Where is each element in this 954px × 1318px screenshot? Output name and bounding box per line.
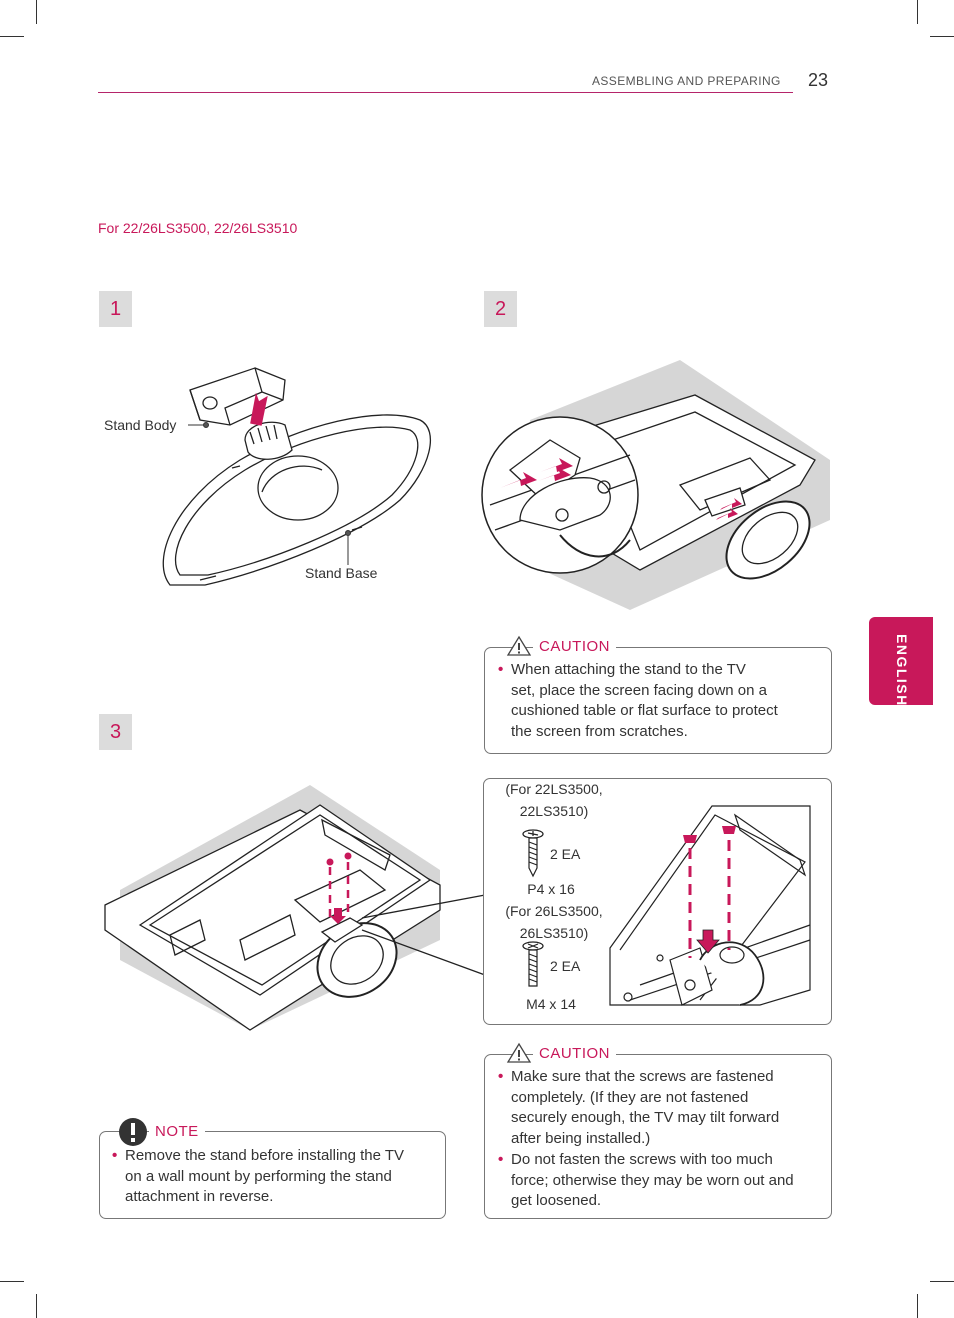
crop-mark — [36, 0, 37, 24]
screw-1-size: P4 x 16 — [527, 881, 575, 897]
caution-2-line: completely. (If they are not fastened — [511, 1088, 749, 1106]
note-line: attachment in reverse. — [125, 1188, 274, 1206]
screw-2-model-line: (For 26LS3500, — [505, 903, 603, 919]
caution-1-line: When attaching the stand to the TV — [511, 661, 746, 678]
caution-box-1 — [484, 647, 832, 754]
section-title: ASSEMBLING AND PREPARING — [592, 74, 781, 88]
caution-2-item: • Do not fasten the screws with too much… — [498, 1150, 818, 1212]
screw-2-size: M4 x 14 — [526, 996, 576, 1012]
note-title: NOTE — [149, 1123, 205, 1140]
language-tab — [869, 617, 933, 705]
screw-2-model-line: 26LS3510) — [519, 925, 589, 941]
caution-1-line: cushioned table or flat surface to prote… — [511, 702, 778, 720]
caution-1-line: the screen from scratches. — [511, 722, 688, 740]
note-icon — [119, 1118, 147, 1146]
caution-1-item: • When attaching the stand to the TV set… — [498, 660, 818, 742]
header-rule — [98, 92, 793, 93]
caution-1-line: set, place the screen facing down on a — [511, 681, 767, 699]
step-3-badge: 3 — [99, 714, 132, 750]
stand-body-label: Stand Body — [104, 417, 177, 433]
crop-mark — [0, 36, 24, 37]
crop-mark — [36, 1294, 37, 1318]
screw-1-quantity: 2 EA — [550, 846, 581, 862]
caution-2-title: CAUTION — [533, 1045, 616, 1062]
note-box — [99, 1131, 446, 1219]
caution-2-line: force; otherwise they may be worn out an… — [511, 1171, 794, 1189]
caution-2-line: Make sure that the screws are fastened — [511, 1068, 774, 1085]
warning-icon — [506, 635, 532, 656]
stand-base-label: Stand Base — [305, 565, 378, 581]
note-item: • Remove the stand before installing the… — [112, 1146, 432, 1208]
screw-icon — [522, 829, 544, 878]
crop-mark — [930, 1281, 954, 1282]
crop-mark — [917, 1294, 918, 1318]
crop-mark — [0, 1281, 24, 1282]
caution-2-line: securely enough, the TV may tilt forward — [511, 1109, 780, 1127]
page-number: 23 — [808, 70, 829, 90]
screw-1-models: (For 22LS3500, 22LS3510) — [492, 778, 616, 822]
screw-2-models: (For 26LS3500, 26LS3510) — [492, 900, 616, 944]
screw-icon — [522, 941, 544, 987]
caution-2-line: get loosened. — [511, 1192, 602, 1210]
screw-1-model-line: 22LS3510) — [519, 803, 589, 819]
screw-1-model-line: (For 22LS3500, — [505, 781, 603, 797]
note-line: on a wall mount by performing the stand — [125, 1167, 392, 1185]
caution-2-line: Do not fasten the screws with too much — [511, 1151, 773, 1168]
screw-2-quantity: 2 EA — [550, 958, 581, 974]
caution-2-item: • Make sure that the screws are fastened… — [498, 1067, 818, 1149]
note-line: Remove the stand before installing the T… — [125, 1147, 405, 1164]
caution-box-2 — [484, 1054, 832, 1219]
caution-2-line: after being installed.) — [511, 1129, 651, 1147]
step-1-badge: 1 — [99, 291, 132, 327]
step-2-badge: 2 — [484, 291, 517, 327]
crop-mark — [930, 36, 954, 37]
model-subtitle: For 22/26LS3500, 22/26LS3510 — [98, 220, 298, 236]
warning-icon — [506, 1042, 532, 1063]
caution-1-title: CAUTION — [533, 638, 616, 655]
crop-mark — [917, 0, 918, 24]
